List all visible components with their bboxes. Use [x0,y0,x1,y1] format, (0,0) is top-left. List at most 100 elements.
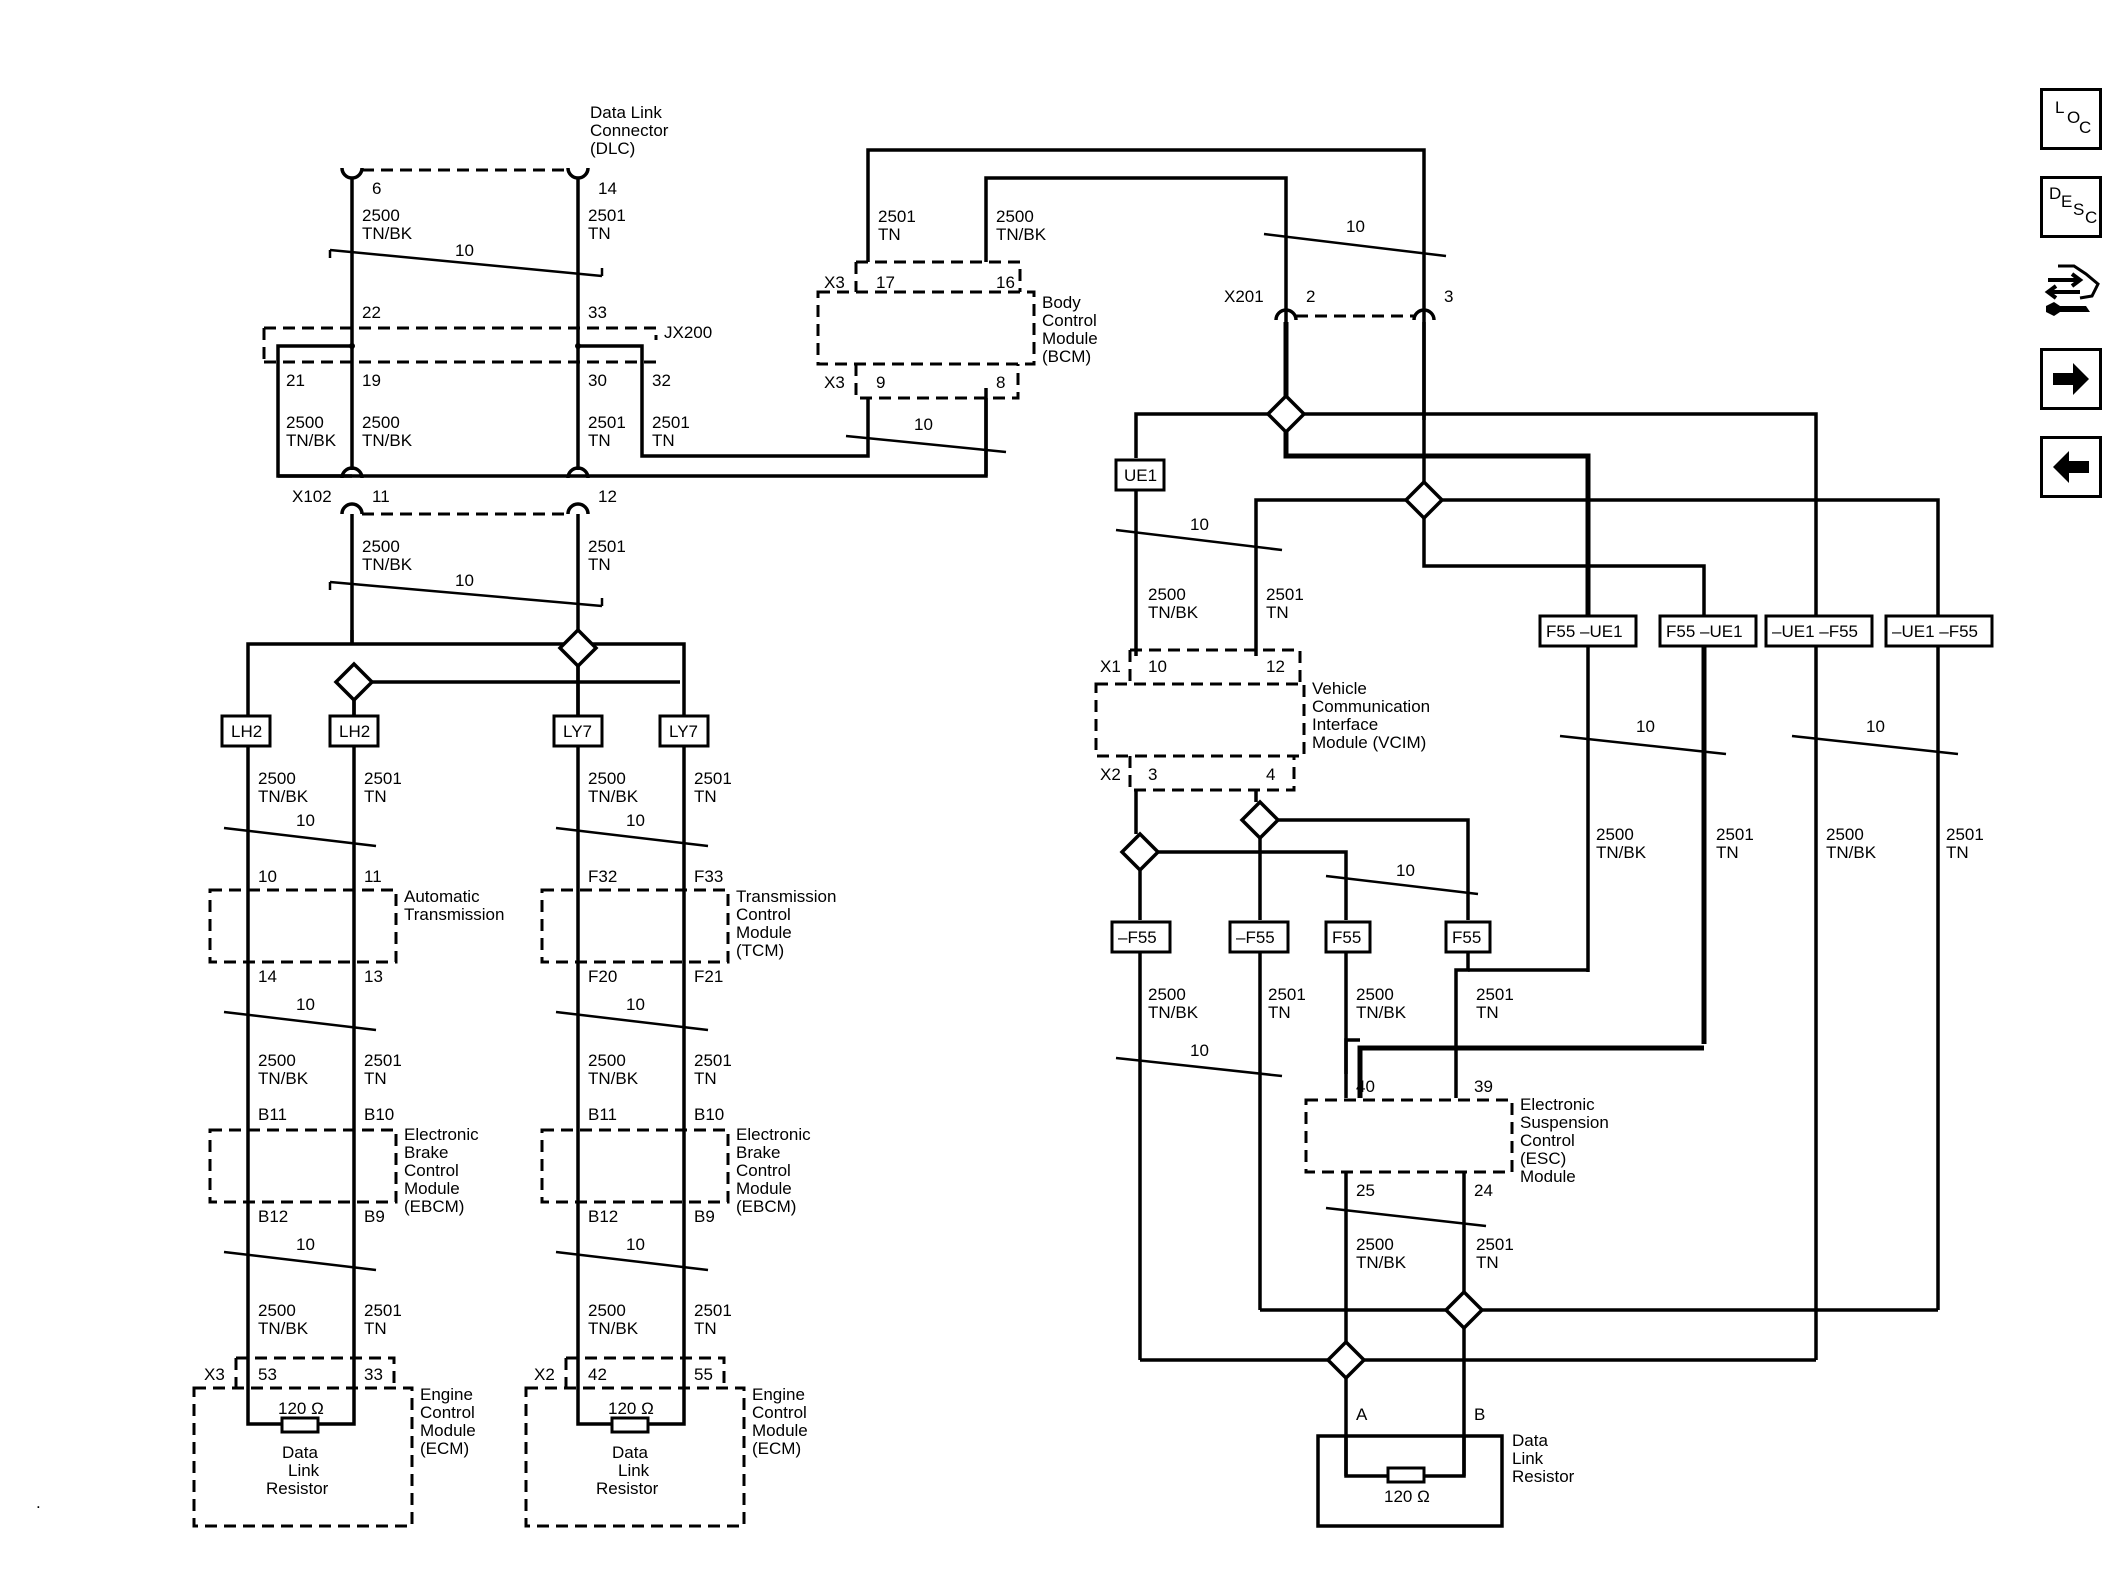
svg-text:10: 10 [296,811,315,830]
svg-text:2501: 2501 [694,1301,732,1320]
svg-text:42: 42 [588,1365,607,1384]
option-f55-ue1-b: F55 –UE1 [1658,614,1758,648]
wire-label: TN/BK [362,555,413,574]
dlc-pin-6: 6 [372,179,381,198]
svg-text:Control: Control [404,1161,459,1180]
svg-text:TN/BK: TN/BK [1356,1253,1407,1272]
svg-text:Control: Control [1520,1131,1575,1150]
option-not-f55-left: –F55 [1110,920,1172,954]
dlc-connector: Data Link Connector (DLC) 6 14 [340,103,669,198]
svg-text:17: 17 [876,273,895,292]
svg-text:TN/BK: TN/BK [1356,1003,1407,1022]
svg-text:(EBCM): (EBCM) [404,1197,464,1216]
svg-text:2501: 2501 [878,207,916,226]
svg-text:Transmission: Transmission [404,905,504,924]
option-ly7-right: LY7 [658,714,710,748]
svg-text:14: 14 [258,967,277,986]
left-column-labels: 2500 TN/BK 2501 TN 10 10 11 14 13 10 250… [223,769,402,1338]
svg-text:10: 10 [296,1235,315,1254]
svg-text:2500: 2500 [1596,825,1634,844]
resistor-symbol [280,1416,320,1434]
splice-diamond [1119,831,1161,873]
svg-text:LH2: LH2 [231,722,262,741]
option-ue1: UE1 [1114,458,1166,492]
next-arrow-button[interactable] [2040,348,2102,410]
svg-text:Link: Link [288,1461,320,1480]
dlc-pin-14: 14 [598,179,617,198]
svg-text:TN: TN [694,787,717,806]
location-button[interactable]: L O C [2040,88,2102,150]
svg-text:–F55: –F55 [1236,928,1275,947]
svg-text:10: 10 [626,995,645,1014]
svg-text:TN/BK: TN/BK [1826,843,1877,862]
svg-text:(ECM): (ECM) [752,1439,801,1458]
connector-wrench-icon[interactable] [2040,262,2102,324]
svg-text:2501: 2501 [364,769,402,788]
svg-text:TN: TN [694,1319,717,1338]
previous-arrow-button[interactable] [2040,436,2102,498]
dlc-name-3: (DLC) [590,139,635,158]
option-f55-right: F55 [1444,920,1492,954]
svg-text:Automatic: Automatic [404,887,480,906]
svg-text:Module (VCIM): Module (VCIM) [1312,733,1426,752]
svg-text:2501: 2501 [1476,1235,1514,1254]
svg-text:2500: 2500 [588,1051,626,1070]
svg-text:X2: X2 [1100,765,1121,784]
splice-diamond [557,627,599,669]
svg-text:10: 10 [1148,657,1167,676]
description-button[interactable]: D E S C [2040,176,2102,238]
tcm: Transmission Control Module (TCM) [540,887,836,964]
svg-text:(ESC): (ESC) [1520,1149,1566,1168]
svg-text:16: 16 [996,273,1015,292]
bcm: X3 17 16 X3 9 8 Body Control Module (BCM… [816,260,1098,400]
svg-text:39: 39 [1474,1077,1493,1096]
svg-text:10: 10 [1636,717,1655,736]
jx200-pin: 32 [652,371,671,390]
svg-text:25: 25 [1356,1181,1375,1200]
svg-text:40: 40 [1356,1077,1375,1096]
svg-text:10: 10 [1396,861,1415,880]
svg-text:3: 3 [1444,287,1453,306]
svg-text:Resistor: Resistor [596,1479,659,1498]
svg-text:X1: X1 [1100,657,1121,676]
svg-text:13: 13 [364,967,383,986]
svg-text:Suspension: Suspension [1520,1113,1609,1132]
svg-text:12: 12 [1266,657,1285,676]
svg-text:X2: X2 [534,1365,555,1384]
option-lh2-right: LH2 [328,714,380,748]
right-column-labels: 2500 TN/BK 2501 TN 10 F32 F33 F20 F21 10… [555,769,732,1338]
svg-text:Module: Module [752,1421,808,1440]
connector-wrench-icon-svg [2044,264,2100,316]
x102-label: X102 [292,487,332,506]
svg-text:B12: B12 [258,1207,288,1226]
svg-text:9: 9 [876,373,885,392]
svg-text:2500: 2500 [996,207,1034,226]
svg-text:TN/BK: TN/BK [588,1319,639,1338]
arrow-left-icon [2053,451,2089,483]
svg-text:TN: TN [364,1319,387,1338]
jx200-pin: 22 [362,303,381,322]
svg-text:Electronic: Electronic [404,1125,479,1144]
svg-text:B9: B9 [364,1207,385,1226]
svg-text:X201: X201 [1224,287,1264,306]
svg-text:F33: F33 [694,867,723,886]
svg-text:B10: B10 [694,1105,724,1124]
svg-text:(EBCM): (EBCM) [736,1197,796,1216]
svg-text:TN/BK: TN/BK [258,787,309,806]
dlc-name-2: Connector [590,121,669,140]
twist-label: 10 [455,571,474,590]
svg-text:Control: Control [736,1161,791,1180]
wire-label: TN/BK [362,224,413,243]
vcim: X1 10 12 X2 3 4 Vehicle Communication In… [1094,648,1430,792]
svg-text:Module: Module [420,1421,476,1440]
svg-text:2: 2 [1306,287,1315,306]
wire-label: 2500 [362,537,400,556]
svg-text:TN: TN [1266,603,1289,622]
svg-text:Module: Module [736,1179,792,1198]
svg-text:B12: B12 [588,1207,618,1226]
ecm-left: X3 53 33 Engine Control Module (ECM) 120… [192,1356,476,1528]
svg-text:3: 3 [1148,765,1157,784]
svg-text:2500: 2500 [588,769,626,788]
svg-text:TN/BK: TN/BK [588,787,639,806]
svg-text:2500: 2500 [1148,585,1186,604]
